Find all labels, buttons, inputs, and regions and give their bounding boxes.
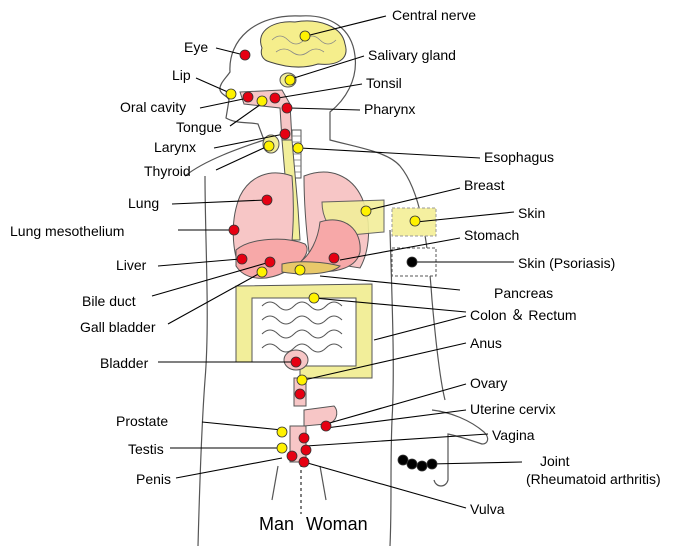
marker-oral-cavity bbox=[243, 92, 253, 102]
label-penis: Penis bbox=[136, 471, 171, 487]
organs bbox=[233, 21, 436, 462]
label-larynx: Larynx bbox=[154, 139, 196, 155]
marker-salivary-gland bbox=[285, 75, 295, 85]
marker-penis bbox=[287, 451, 297, 461]
label-anus: Anus bbox=[470, 335, 502, 351]
marker-breast bbox=[361, 206, 371, 216]
marker-central-nerve bbox=[300, 31, 310, 41]
marker-gall-bladder bbox=[257, 267, 267, 277]
marker-vulva bbox=[299, 457, 309, 467]
marker-skin-psoriasis bbox=[407, 257, 417, 267]
label-lung-mesothelium: Lung mesothelium bbox=[10, 223, 124, 239]
label-esophagus: Esophagus bbox=[484, 149, 554, 165]
label-breast: Breast bbox=[464, 177, 505, 193]
label-thyroid: Thyroid bbox=[144, 163, 191, 179]
marker-lung bbox=[262, 195, 272, 205]
label-eye: Eye bbox=[184, 39, 208, 55]
label-man: Man bbox=[259, 514, 294, 534]
marker-skin bbox=[410, 216, 420, 226]
label-vulva: Vulva bbox=[470, 501, 505, 517]
marker-pancreas bbox=[295, 265, 305, 275]
marker-tonsil bbox=[270, 93, 280, 103]
uterus bbox=[304, 406, 337, 426]
label-ovary: Ovary bbox=[470, 375, 507, 391]
marker-uterine-cervix bbox=[299, 433, 309, 443]
label-testis: Testis bbox=[128, 441, 164, 457]
label-oral-cavity: Oral cavity bbox=[120, 99, 186, 115]
small-intestine bbox=[262, 302, 342, 352]
label-joint: Joint bbox=[540, 453, 570, 469]
marker-pharynx bbox=[282, 103, 292, 113]
label-tongue: Tongue bbox=[176, 119, 222, 135]
label-stomach: Stomach bbox=[464, 227, 519, 243]
marker-eye bbox=[240, 50, 250, 60]
label-lip: Lip bbox=[172, 67, 191, 83]
label-liver: Liver bbox=[116, 257, 147, 273]
marker-lung-mesothelium bbox=[229, 225, 239, 235]
label-gall-bladder: Gall bladder bbox=[80, 319, 156, 335]
marker-stomach bbox=[329, 253, 339, 263]
marker-rectum-red bbox=[295, 389, 305, 399]
label-tonsil: Tonsil bbox=[366, 75, 402, 91]
label-skin-psoriasis: Skin (Psoriasis) bbox=[518, 255, 615, 271]
marker-vagina bbox=[301, 445, 311, 455]
marker-joint-1 bbox=[398, 455, 408, 465]
label-woman: Woman bbox=[306, 514, 368, 534]
brain bbox=[261, 21, 346, 67]
label-salivary-gland: Salivary gland bbox=[368, 47, 456, 63]
pancreas bbox=[282, 262, 340, 274]
marker-liver bbox=[237, 254, 247, 264]
marker-testis bbox=[277, 443, 287, 453]
label-colon-rectum: Colon ＆ Rectum bbox=[470, 307, 577, 323]
marker-joint-4 bbox=[427, 459, 437, 469]
label-vagina: Vagina bbox=[492, 427, 535, 443]
marker-colon bbox=[309, 293, 319, 303]
marker-bladder bbox=[291, 357, 301, 367]
label-pharynx: Pharynx bbox=[364, 101, 415, 117]
marker-ovary bbox=[321, 421, 331, 431]
label-skin: Skin bbox=[518, 205, 545, 221]
label-prostate: Prostate bbox=[116, 413, 168, 429]
marker-esophagus bbox=[293, 143, 303, 153]
label-central-nerve: Central nerve bbox=[392, 7, 476, 23]
label-pancreas: Pancreas bbox=[494, 285, 553, 301]
marker-anus bbox=[297, 375, 307, 385]
marker-tongue bbox=[257, 96, 267, 106]
label-joint-detail: (Rheumatoid arthritis) bbox=[526, 471, 661, 487]
marker-joint-3 bbox=[417, 461, 427, 471]
marker-thyroid bbox=[264, 141, 274, 151]
marker-prostate bbox=[277, 427, 287, 437]
marker-bile-duct bbox=[265, 257, 275, 267]
marker-joint-2 bbox=[407, 459, 417, 469]
marker-larynx bbox=[280, 129, 290, 139]
label-lung: Lung bbox=[128, 195, 159, 211]
marker-lip bbox=[226, 89, 236, 99]
label-bladder: Bladder bbox=[100, 355, 149, 371]
label-uterine-cervix: Uterine cervix bbox=[470, 401, 556, 417]
label-bile-duct: Bile duct bbox=[82, 293, 136, 309]
